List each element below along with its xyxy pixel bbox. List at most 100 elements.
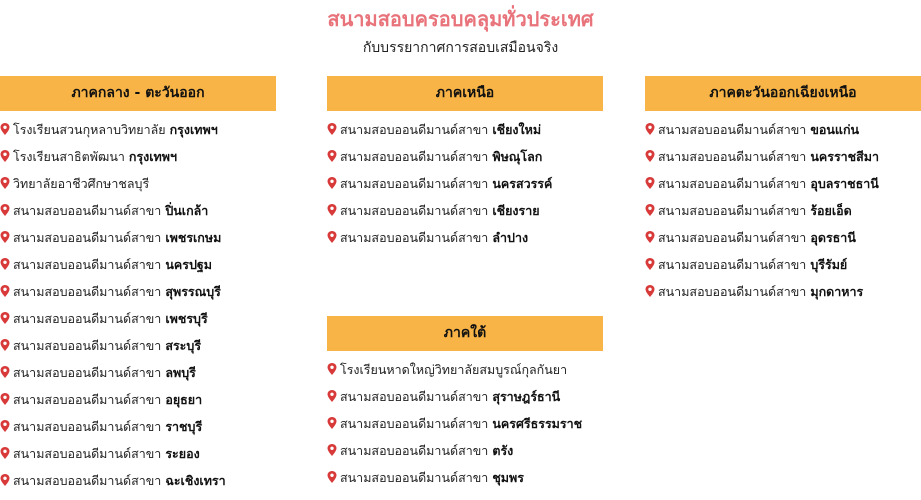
venue-name: สนามสอบออนดีมานด์สาขา <box>340 470 489 485</box>
location-pin-icon <box>0 447 10 459</box>
venue-province: พิษณุโลก <box>492 149 543 164</box>
venue-item: สนามสอบออนดีมานด์สาขาลำปาง <box>327 229 603 256</box>
region-central: ภาคกลาง - ตะวันออก โรงเรียนสวนกุหลาบวิทย… <box>0 76 276 499</box>
venue-item: สนามสอบออนดีมานด์สาขาตรัง <box>327 442 603 469</box>
location-pin-icon <box>0 123 10 135</box>
venue-item: สนามสอบออนดีมานด์สาขาสุราษฎร์ธานี <box>327 388 603 415</box>
venue-item: สนามสอบออนดีมานด์สาขาสระบุรี <box>0 337 276 364</box>
venue-province: นครสวรรค์ <box>492 176 553 191</box>
location-pin-icon <box>0 231 10 243</box>
venue-item: สนามสอบออนดีมานด์สาขาฉะเชิงเทรา <box>0 472 276 499</box>
venue-name: สนามสอบออนดีมานด์สาขา <box>340 443 489 458</box>
venue-province: อุบลราชธานี <box>810 176 879 191</box>
location-pin-icon <box>327 363 337 375</box>
venue-name: สนามสอบออนดีมานด์สาขา <box>340 389 489 404</box>
venue-item: สนามสอบออนดีมานด์สาขาสุพรรณบุรี <box>0 283 276 310</box>
venue-item: สนามสอบออนดีมานด์สาขาพิษณุโลก <box>327 148 603 175</box>
location-pin-icon <box>327 231 337 243</box>
region-northeast: ภาคตะวันออกเฉียงเหนือ สนามสอบออนดีมานด์ส… <box>645 76 921 310</box>
venue-item: สนามสอบออนดีมานด์สาขาลพบุรี <box>0 364 276 391</box>
venue-list-north: สนามสอบออนดีมานด์สาขาเชียงใหม่สนามสอบออน… <box>327 121 603 256</box>
location-pin-icon <box>645 285 655 297</box>
venue-item: สนามสอบออนดีมานด์สาขาบุรีรัมย์ <box>645 256 921 283</box>
location-pin-icon <box>0 393 10 405</box>
page-title: สนามสอบครอบคลุมทั่วประเทศ <box>327 7 594 31</box>
location-pin-icon <box>645 177 655 189</box>
location-pin-icon <box>327 417 337 429</box>
location-pin-icon <box>0 420 10 432</box>
location-pin-icon <box>0 258 10 270</box>
venue-item: สนามสอบออนดีมานด์สาขาอยุธยา <box>0 391 276 418</box>
location-pin-icon <box>0 474 10 486</box>
region-south: ภาคใต้ โรงเรียนหาดใหญ่วิทยาลัยสมบูรณ์กุล… <box>327 316 603 496</box>
venue-province: ลพบุรี <box>165 365 196 380</box>
location-pin-icon <box>0 366 10 378</box>
venue-province: อุดรธานี <box>810 230 856 245</box>
venue-item: สนามสอบออนดีมานด์สาขานครปฐม <box>0 256 276 283</box>
venue-name: สนามสอบออนดีมานด์สาขา <box>340 122 489 137</box>
location-pin-icon <box>0 312 10 324</box>
venue-name: สนามสอบออนดีมานด์สาขา <box>340 203 489 218</box>
venue-province: นครปฐม <box>165 257 213 272</box>
venue-name: วิทยาลัยอาชีวศึกษาชลบุรี <box>13 176 150 191</box>
venue-province: ขอนแก่น <box>810 122 860 137</box>
venue-province: สุพรรณบุรี <box>165 284 221 299</box>
venue-province: สระบุรี <box>165 338 202 353</box>
venue-item: สนามสอบออนดีมานด์สาขาเชียงใหม่ <box>327 121 603 148</box>
location-pin-icon <box>0 150 10 162</box>
location-pin-icon <box>645 231 655 243</box>
venue-list-central: โรงเรียนสวนกุหลาบวิทยาลัยกรุงเทพฯโรงเรีย… <box>0 121 276 499</box>
location-pin-icon <box>327 471 337 483</box>
venue-name: สนามสอบออนดีมานด์สาขา <box>658 203 807 218</box>
venue-item: โรงเรียนสวนกุหลาบวิทยาลัยกรุงเทพฯ <box>0 121 276 148</box>
venue-item: โรงเรียนหาดใหญ่วิทยาลัยสมบูรณ์กุลกันยา <box>327 361 603 388</box>
venue-province: อยุธยา <box>165 392 203 407</box>
venue-item: สนามสอบออนดีมานด์สาขาอุบลราชธานี <box>645 175 921 202</box>
venue-name: สนามสอบออนดีมานด์สาขา <box>13 365 162 380</box>
region-header-central: ภาคกลาง - ตะวันออก <box>0 76 276 111</box>
location-pin-icon <box>327 150 337 162</box>
venue-item: สนามสอบออนดีมานด์สาขาชุมพร <box>327 469 603 496</box>
venue-province: นครราชสีมา <box>810 149 880 164</box>
venue-province: ลำปาง <box>492 230 529 245</box>
venue-name: สนามสอบออนดีมานด์สาขา <box>13 446 162 461</box>
venue-name: สนามสอบออนดีมานด์สาขา <box>13 284 162 299</box>
venue-name: สนามสอบออนดีมานด์สาขา <box>658 230 807 245</box>
venue-province: กรุงเทพฯ <box>169 122 218 137</box>
region-header-south: ภาคใต้ <box>327 316 603 351</box>
venue-name: สนามสอบออนดีมานด์สาขา <box>340 176 489 191</box>
venue-province: เพชรเกษม <box>165 230 222 245</box>
location-pin-icon <box>645 258 655 270</box>
venue-name: สนามสอบออนดีมานด์สาขา <box>13 257 162 272</box>
location-pin-icon <box>327 390 337 402</box>
venue-name: สนามสอบออนดีมานด์สาขา <box>13 392 162 407</box>
venue-province: สุราษฎร์ธานี <box>492 389 561 404</box>
location-pin-icon <box>0 177 10 189</box>
venue-name: สนามสอบออนดีมานด์สาขา <box>658 284 807 299</box>
location-pin-icon <box>327 177 337 189</box>
venue-province: ชุมพร <box>492 470 525 485</box>
location-pin-icon <box>0 285 10 297</box>
location-pin-icon <box>0 204 10 216</box>
venue-item: สนามสอบออนดีมานด์สาขาขอนแก่น <box>645 121 921 148</box>
venue-province: ตรัง <box>492 443 514 458</box>
venue-item: สนามสอบออนดีมานด์สาขานครราชสีมา <box>645 148 921 175</box>
venue-list-south: โรงเรียนหาดใหญ่วิทยาลัยสมบูรณ์กุลกันยาสน… <box>327 361 603 496</box>
venue-item: สนามสอบออนดีมานด์สาขาเพชรเกษม <box>0 229 276 256</box>
location-pin-icon <box>327 444 337 456</box>
location-pin-icon <box>327 123 337 135</box>
venue-item: โรงเรียนสาธิตพัฒนากรุงเทพฯ <box>0 148 276 175</box>
venue-item: สนามสอบออนดีมานด์สาขาร้อยเอ็ด <box>645 202 921 229</box>
venue-name: สนามสอบออนดีมานด์สาขา <box>340 230 489 245</box>
venue-name: สนามสอบออนดีมานด์สาขา <box>658 122 807 137</box>
venue-province: ฉะเชิงเทรา <box>165 473 226 488</box>
venue-name: สนามสอบออนดีมานด์สาขา <box>13 230 162 245</box>
venue-province: นครศรีธรรมราช <box>492 416 583 431</box>
location-pin-icon <box>645 123 655 135</box>
venue-item: สนามสอบออนดีมานด์สาขาปิ่นเกล้า <box>0 202 276 229</box>
venue-name: สนามสอบออนดีมานด์สาขา <box>658 257 807 272</box>
venue-item: สนามสอบออนดีมานด์สาขามุกดาหาร <box>645 283 921 310</box>
page-subtitle: กับบรรยากาศการสอบเสมือนจริง <box>362 40 559 56</box>
venue-name: สนามสอบออนดีมานด์สาขา <box>13 473 162 488</box>
location-pin-icon <box>327 204 337 216</box>
